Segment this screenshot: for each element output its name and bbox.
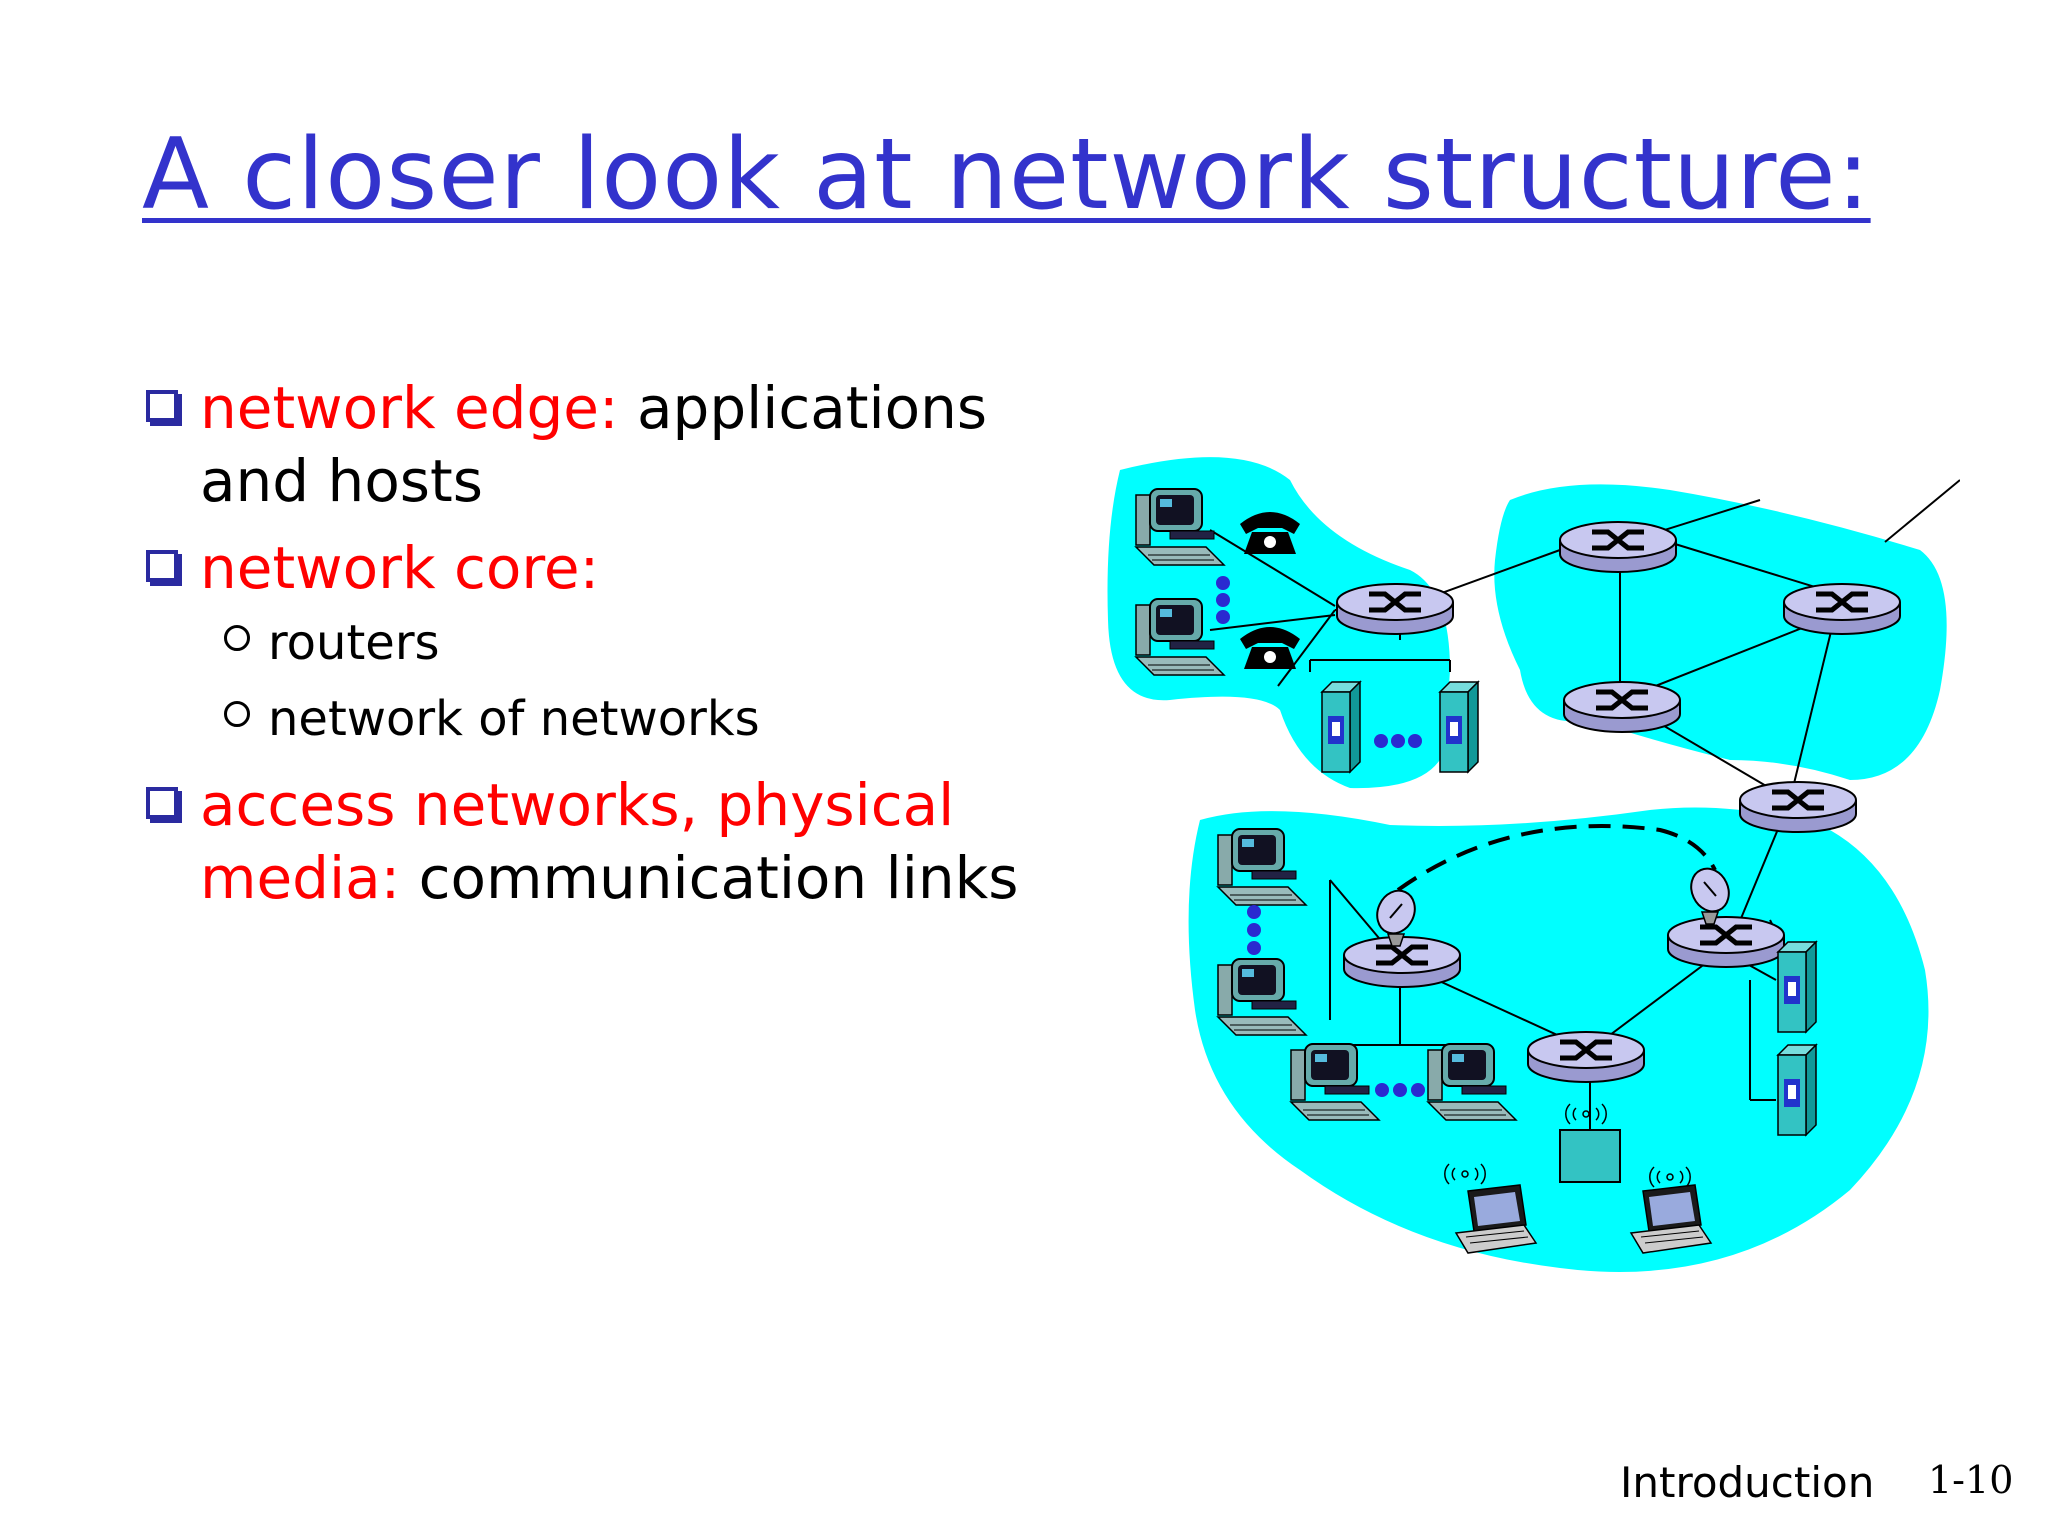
bullet-highlight: network edge: — [200, 374, 619, 442]
server-icon — [1321, 681, 1361, 773]
square-bullet-icon — [146, 390, 178, 422]
bullet-network-edge: network edge: applications and hosts — [140, 372, 1020, 518]
satellite-link — [1396, 824, 1717, 892]
satellite-dish-icon — [1376, 889, 1416, 947]
router-core-3 — [1564, 682, 1680, 732]
bullet-network-core: network core: — [140, 532, 1020, 605]
bullet-highlight: access networks, physical media: — [200, 771, 955, 912]
square-bullet-icon — [146, 550, 178, 582]
ellipsis-dots — [1216, 576, 1425, 1097]
slide-title: A closer look at network structure: — [142, 118, 1871, 232]
square-bullet-icon — [146, 787, 178, 819]
server-icon — [1777, 941, 1817, 1033]
sub-bullet-text: routers — [268, 615, 440, 671]
bullet-text: applications and hosts — [200, 374, 988, 515]
server-icon — [1439, 681, 1479, 773]
network-region-core — [1494, 484, 1947, 780]
router-edge — [1337, 584, 1453, 634]
router-core-2 — [1784, 584, 1900, 634]
sub-bullet-network-of-networks: network of networks — [140, 681, 1020, 757]
router-core-4 — [1740, 782, 1856, 832]
sub-bullet-routers: routers — [140, 605, 1020, 681]
router-access-3 — [1528, 1032, 1644, 1082]
server-icon — [1777, 1044, 1817, 1136]
router-access-2 — [1668, 917, 1784, 967]
network-diagram — [1107, 457, 1960, 1272]
router-access-1 — [1344, 937, 1460, 987]
bullet-text: communication links — [400, 844, 1019, 912]
satellite-dish-icon — [1690, 867, 1730, 925]
wireless-access-point — [1559, 1129, 1621, 1183]
footer-page-number: 1-10 — [1928, 1458, 2014, 1502]
bullet-access-networks: access networks, physical media: communi… — [140, 769, 1020, 915]
sub-bullet-text: network of networks — [268, 691, 760, 747]
circle-bullet-icon — [224, 701, 250, 727]
bullet-highlight: network core: — [200, 534, 600, 602]
router-core-1 — [1560, 522, 1676, 572]
bullet-list: network edge: applications and hosts net… — [140, 372, 1020, 929]
circle-bullet-icon — [224, 625, 250, 651]
footer-section-label: Introduction — [1620, 1458, 1875, 1507]
